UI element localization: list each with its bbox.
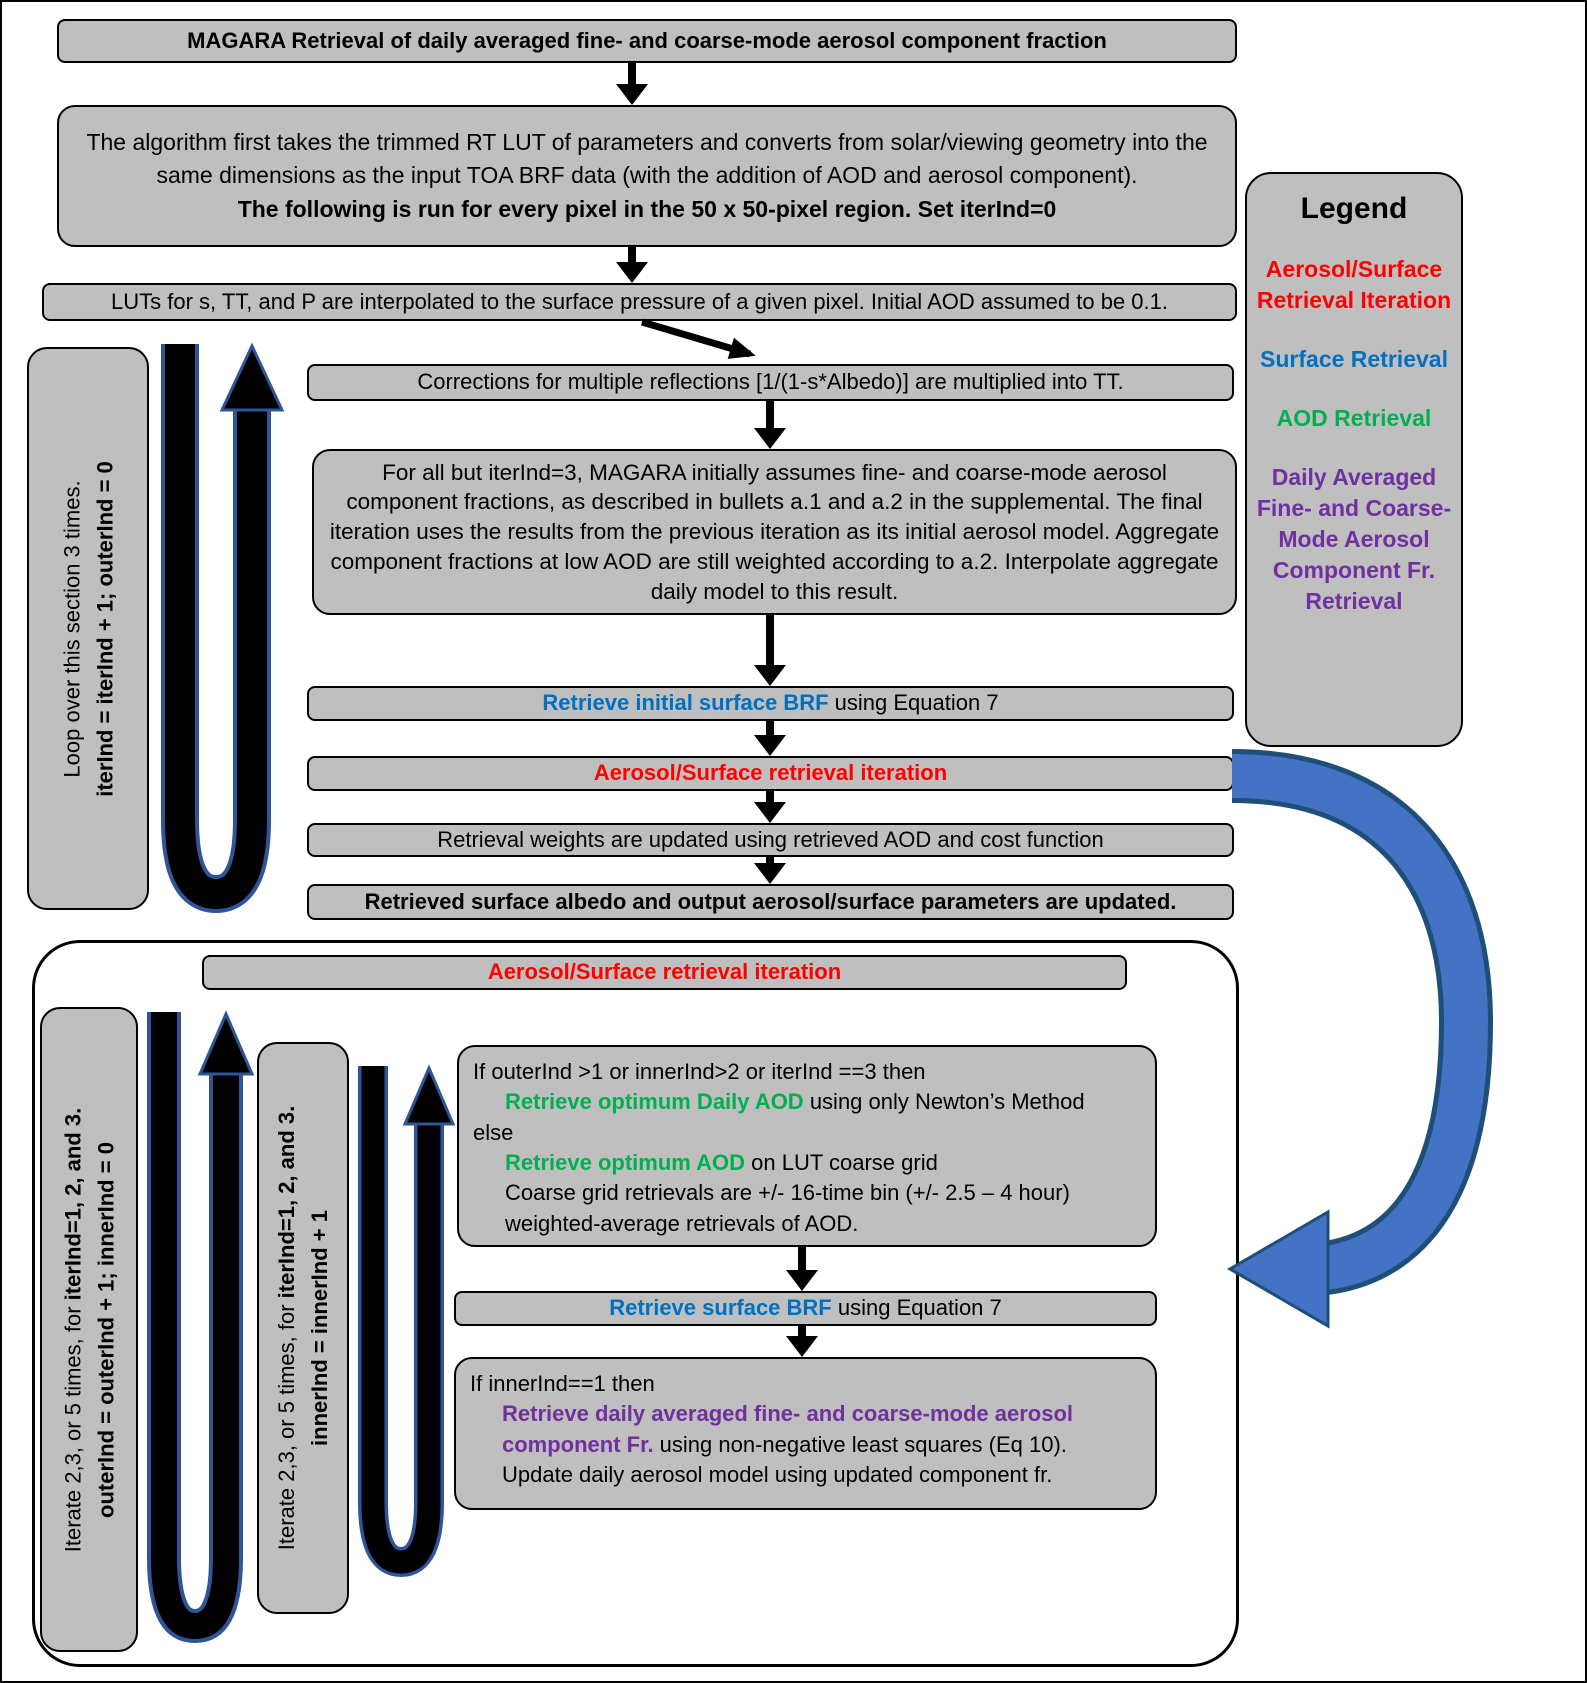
retrieve-initial-brf-rest: using Equation 7 [828,690,999,716]
flow-arrow-3 [753,401,787,449]
retrieve-surface-brf-box: Retrieve surface BRF using Equation 7 [454,1291,1157,1326]
lut-interpolation-text: LUTs for s, TT, and P are interpolated t… [111,288,1168,314]
retrieval-weights-box: Retrieval weights are updated using retr… [307,823,1234,857]
loop-arrow-outer [147,1010,255,1644]
aod-line6: weighted-average retrievals of AOD. [505,1210,859,1236]
inner-loop-label-line1: Iterate 2,3, or 5 times, for iterInd=1, … [270,1042,303,1614]
aerosol-assumption-box: For all but iterInd=3, MAGARA initially … [312,449,1237,615]
retrieve-optimum-aod-text: Retrieve optimum AOD [505,1150,746,1176]
aod-line4: Retrieve optimum AOD on LUT coarse grid [473,1148,1141,1178]
daily-line1: If innerInd==1 then [470,1371,655,1396]
bottom-header-box: Aerosol/Surface retrieval iteration [202,955,1127,990]
flow-arrow-9 [785,1326,819,1357]
daily-line3: Update daily aerosol model using updated… [502,1462,1053,1488]
flow-arrow-4 [753,615,787,686]
flow-arrow-8 [785,1247,819,1291]
loop-arrow-top [161,342,285,914]
legend-item-daily-component: Daily Averaged Fine- and Coarse-Mode Aer… [1256,464,1452,615]
legend-title: Legend [1300,192,1408,225]
retrieve-surface-brf-line: Retrieve surface BRF using Equation 7 [609,1294,1002,1323]
inner-loop-label-line2: innerInd = innerInd + 1 [307,1210,332,1446]
algorithm-intro-box: The algorithm first takes the trimmed RT… [57,105,1237,247]
albedo-update-text: Retrieved surface albedo and output aero… [364,888,1177,914]
outer-loop-prefix: Iterate 2,3, or 5 times, for [60,1299,85,1552]
legend-box: Legend Aerosol/Surface Retrieval Iterati… [1245,172,1463,747]
retrieve-optimum-daily-aod-text: Retrieve optimum Daily AOD [505,1089,804,1115]
aod-line2: Retrieve optimum Daily AOD using only Ne… [473,1087,1141,1117]
loop-top-label-box: Loop over this section 3 times. iterInd … [27,347,149,910]
retrieve-initial-brf-box: Retrieve initial surface BRF using Equat… [307,686,1234,721]
intro-bold-text: The following is run for every pixel in … [237,195,1057,222]
magara-title-text: MAGARA Retrieval of daily averaged fine-… [187,27,1107,53]
retrieve-surface-brf-rest: using Equation 7 [831,1295,1002,1321]
flow-arrow-1 [615,63,649,105]
aerosol-surface-iteration-text: Aerosol/Surface retrieval iteration [593,760,948,786]
daily-line2-rest: using non-negative least squares (Eq 10)… [653,1431,1067,1457]
albedo-update-box: Retrieved surface albedo and output aero… [307,884,1234,920]
corrections-box: Corrections for multiple reflections [1/… [307,364,1234,401]
outer-loop-label-box: Iterate 2,3, or 5 times, for iterInd=1, … [40,1007,138,1652]
retrieve-daily-component-text: Retrieve daily averaged fine- and coarse… [502,1401,1074,1457]
aerosol-surface-iteration-box: Aerosol/Surface retrieval iteration [307,756,1234,791]
flow-arrow-2 [615,247,649,283]
bottom-header-text: Aerosol/Surface retrieval iteration [487,959,842,985]
loop-top-label-bold: iterInd = iterInd + 1; outerInd = 0 [92,460,117,797]
daily-component-box: If innerInd==1 then Retrieve daily avera… [454,1357,1157,1510]
magara-title-box: MAGARA Retrieval of daily averaged fine-… [57,19,1237,63]
retrieval-weights-text: Retrieval weights are updated using retr… [437,826,1104,852]
corrections-text: Corrections for multiple reflections [1/… [417,369,1124,395]
lut-interpolation-box: LUTs for s, TT, and P are interpolated t… [42,283,1237,321]
outer-loop-label-line1: Iterate 2,3, or 5 times, for iterInd=1, … [56,1007,89,1652]
retrieve-initial-brf-line: Retrieve initial surface BRF using Equat… [542,689,998,718]
flow-arrow-5 [753,721,787,756]
aod-line2-rest: using only Newton’s Method [803,1089,1085,1115]
outer-loop-bold1: iterInd=1, 2, and 3. [60,1107,85,1300]
retrieve-initial-brf-link: Retrieve initial surface BRF [542,690,829,716]
loop-arrow-inner [358,1064,456,1578]
flow-arrow-7 [753,857,787,884]
inner-loop-bold1: iterInd=1, 2, and 3. [274,1105,299,1299]
loop-top-label-normal: Loop over this section 3 times. [59,479,84,778]
daily-line2: Retrieve daily averaged fine- and coarse… [470,1399,1141,1460]
legend-item-aerosol-surface: Aerosol/Surface Retrieval Iteration [1256,256,1452,314]
outer-loop-label-line2: outerInd = outerInd + 1; innerInd = 0 [93,1141,118,1518]
legend-item-surface: Surface Retrieval [1260,346,1448,373]
inner-loop-label-box: Iterate 2,3, or 5 times, for iterInd=1, … [257,1042,349,1614]
inner-loop-prefix: Iterate 2,3, or 5 times, for [274,1298,299,1551]
aod-line1: If outerInd >1 or innerInd>2 or iterInd … [473,1059,926,1084]
flow-arrow-6 [753,791,787,823]
diagonal-flow-arrow [641,318,756,359]
aod-line3: else [473,1119,514,1145]
aod-line5: Coarse grid retrievals are +/- 16-time b… [505,1180,1070,1206]
legend-item-aod: AOD Retrieval [1276,405,1432,432]
iteration-detail-arrow [1227,749,1494,1329]
aod-line4-rest: on LUT coarse grid [745,1150,938,1176]
aerosol-assumption-text: For all but iterInd=3, MAGARA initially … [329,459,1220,604]
aod-retrieval-box: If outerInd >1 or innerInd>2 or iterInd … [457,1045,1157,1247]
retrieve-surface-brf-link: Retrieve surface BRF [609,1295,832,1321]
intro-normal-text: The algorithm first takes the trimmed RT… [86,128,1208,189]
